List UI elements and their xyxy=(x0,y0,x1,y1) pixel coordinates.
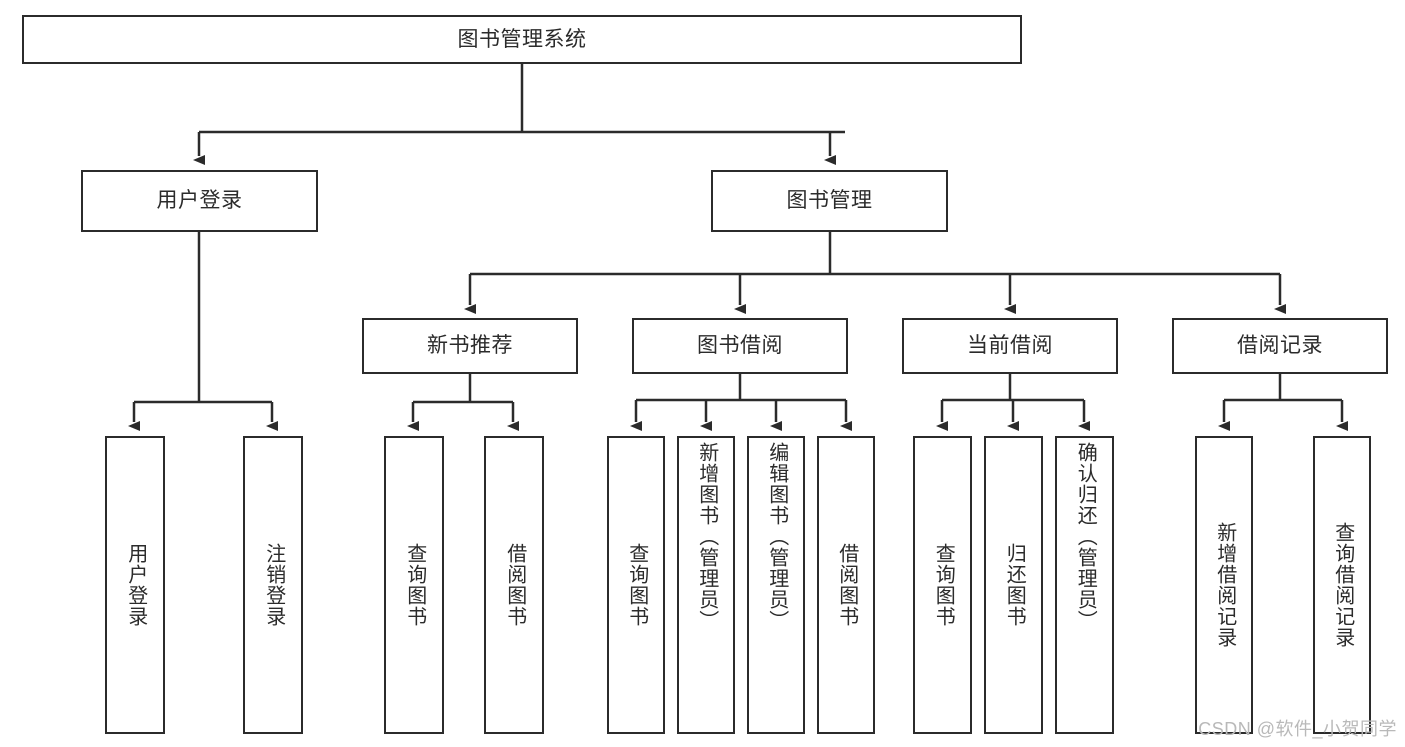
node-leaf-borrow-book-2-label: 借阅图书 xyxy=(835,543,858,627)
node-leaf-query-book-2[interactable]: 查询图书 xyxy=(607,436,665,734)
node-root[interactable]: 图书管理系统 xyxy=(22,15,1022,64)
node-leaf-query-book-3[interactable]: 查询图书 xyxy=(913,436,972,734)
node-leaf-logout-login-label: 注销登录 xyxy=(262,543,285,627)
node-leaf-add-record-label: 新增借阅记录 xyxy=(1213,522,1236,648)
node-borrow-record[interactable]: 借阅记录 xyxy=(1172,318,1388,374)
node-leaf-query-book-3-label: 查询图书 xyxy=(932,543,955,627)
node-new-book-rec-label: 新书推荐 xyxy=(427,334,513,358)
node-leaf-confirm-return[interactable]: 确认归还（管理员） xyxy=(1055,436,1114,734)
node-user-login-label: 用户登录 xyxy=(156,189,243,213)
node-book-borrow[interactable]: 图书借阅 xyxy=(632,318,848,374)
node-leaf-query-book-1-label: 查询图书 xyxy=(403,543,426,627)
csdn-watermark: CSDN @软件_小贺同学 xyxy=(1198,719,1397,739)
node-leaf-query-book-2-label: 查询图书 xyxy=(625,543,648,627)
node-leaf-borrow-book-1[interactable]: 借阅图书 xyxy=(484,436,544,734)
node-book-admin-label: 图书管理 xyxy=(786,189,873,213)
node-leaf-query-book-1[interactable]: 查询图书 xyxy=(384,436,444,734)
node-leaf-logout-login[interactable]: 注销登录 xyxy=(243,436,303,734)
node-leaf-return-book[interactable]: 归还图书 xyxy=(984,436,1043,734)
node-current-borrow-label: 当前借阅 xyxy=(967,334,1053,358)
node-leaf-edit-book[interactable]: 编辑图书（管理员） xyxy=(747,436,805,734)
node-leaf-query-record-label: 查询借阅记录 xyxy=(1331,522,1354,648)
node-leaf-add-book[interactable]: 新增图书（管理员） xyxy=(677,436,735,734)
node-borrow-record-label: 借阅记录 xyxy=(1237,334,1323,358)
node-leaf-borrow-book-1-label: 借阅图书 xyxy=(503,543,526,627)
node-current-borrow[interactable]: 当前借阅 xyxy=(902,318,1118,374)
node-leaf-add-book-label: 新增图书（管理员） xyxy=(695,442,718,631)
node-leaf-confirm-return-label: 确认归还（管理员） xyxy=(1074,442,1097,631)
node-leaf-add-record[interactable]: 新增借阅记录 xyxy=(1195,436,1253,734)
node-leaf-return-book-label: 归还图书 xyxy=(1003,543,1026,627)
node-leaf-query-record[interactable]: 查询借阅记录 xyxy=(1313,436,1371,734)
node-user-login[interactable]: 用户登录 xyxy=(81,170,318,232)
node-book-admin[interactable]: 图书管理 xyxy=(711,170,948,232)
node-root-label: 图书管理系统 xyxy=(457,27,587,51)
node-leaf-user-login[interactable]: 用户登录 xyxy=(105,436,165,734)
node-new-book-rec[interactable]: 新书推荐 xyxy=(362,318,578,374)
node-book-borrow-label: 图书借阅 xyxy=(697,334,783,358)
node-leaf-edit-book-label: 编辑图书（管理员） xyxy=(765,442,788,631)
node-leaf-user-login-label: 用户登录 xyxy=(124,543,147,627)
node-leaf-borrow-book-2[interactable]: 借阅图书 xyxy=(817,436,875,734)
